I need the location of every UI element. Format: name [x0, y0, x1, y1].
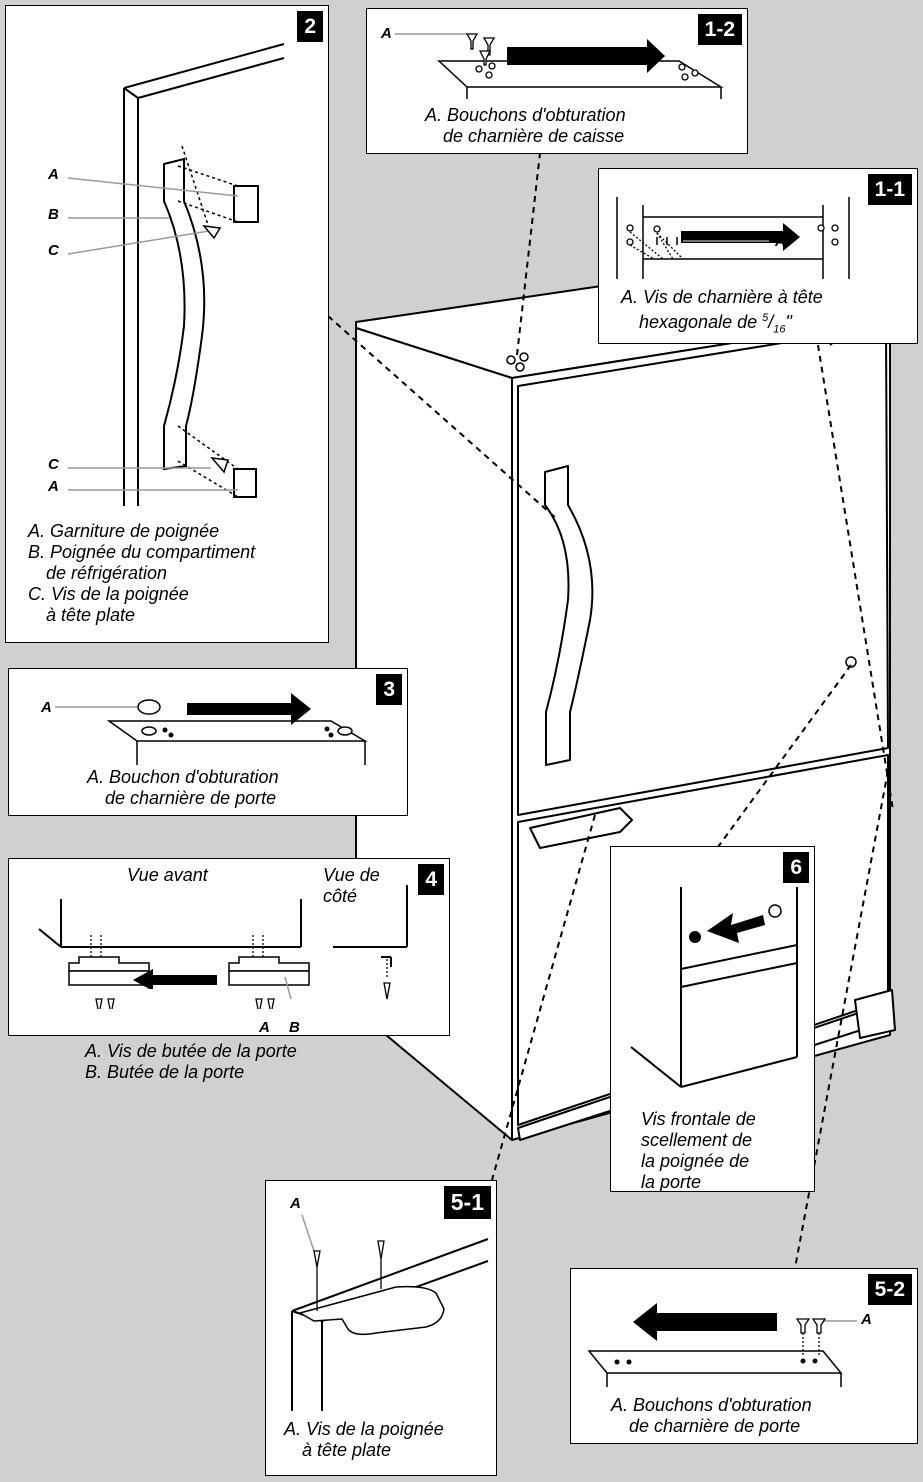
label-a: A — [41, 699, 52, 716]
hinge-screws-diagram — [616, 197, 850, 279]
panel-2-caption: A. Garniture de poignée B. Poignée du co… — [28, 521, 256, 625]
panel-tag: 1-1 — [867, 174, 912, 205]
panel-tag: 5-2 — [867, 1274, 912, 1305]
front-view-label: Vue avant — [127, 865, 208, 885]
panel-3-caption: A. Bouchon d'obturation de charnière de … — [87, 767, 279, 808]
connector-handle — [327, 315, 559, 521]
panel-tag: 1-2 — [697, 14, 742, 45]
door-stop-screws — [95, 976, 391, 1009]
panel-tag: 6 — [783, 852, 809, 883]
label-a: A — [290, 1195, 301, 1212]
cabinet-hinge-diagram — [395, 33, 724, 99]
label-b: B — [48, 206, 59, 223]
top-hinge-holes — [506, 352, 529, 372]
connector-6 — [717, 664, 852, 848]
panel-2-handle-trim: 2 A B C C A A. Gar — [5, 5, 329, 643]
fridge-door-handle — [544, 465, 594, 766]
panel-5-2-door-hinge-plugs: 5-2 A A. Bouchons d'obturation de charni… — [570, 1268, 918, 1444]
panel-1-2-caption: A. Bouchons d'obturation de charnière de… — [425, 105, 626, 146]
label-a: A — [861, 1311, 872, 1328]
front-screw-diagram — [630, 887, 798, 1088]
label-a-bottom: A — [48, 478, 59, 495]
panel-5-1-freezer-handle-screws: 5-1 A A. Vis de la poignée à tête plate — [265, 1180, 497, 1476]
fridge-upper-door — [517, 325, 889, 816]
fridge-foot — [854, 989, 896, 1039]
panel-1-1-hinge-screws: 1-1 A A. Vis de charnière à tête hexagon… — [598, 168, 918, 344]
panel-tag: 4 — [418, 864, 444, 895]
connector-1-2 — [516, 152, 541, 356]
panel-6-front-screw: 6 Vis frontale de scellement de la poign… — [610, 846, 815, 1192]
panel-tag: 2 — [297, 11, 323, 42]
panel-1-1-caption: A. Vis de charnière à tête hexagonale de… — [621, 287, 823, 336]
door-stop-diagram — [38, 885, 408, 989]
connector-6b — [817, 344, 894, 811]
label-c-top: C — [48, 242, 59, 259]
connector-5-1 — [491, 814, 596, 1181]
panel-tag: 3 — [376, 674, 402, 705]
panel-tag: 5-1 — [443, 1186, 491, 1219]
panel-4-door-stop: 4 Vue avant Vue de côté — [8, 858, 450, 1082]
handle-exploded-diagram — [67, 43, 285, 506]
label-c-bottom: C — [48, 456, 59, 473]
freezer-drawer-handle — [529, 807, 633, 849]
panel-3-door-hinge-plug: 3 A A. Bouchon d'obturation de charnière… — [8, 668, 408, 816]
label-a-top: A — [48, 166, 59, 183]
door-hinge-plugs-diagram — [587, 1303, 857, 1387]
side-view-label: Vue de côté — [323, 865, 380, 906]
label-a: A — [381, 25, 392, 42]
panel-5-1-caption: A. Vis de la poignée à tête plate — [284, 1419, 444, 1460]
panel-4-caption: A. Vis de butée de la porte B. Butée de … — [85, 1041, 297, 1082]
label-a: A — [775, 233, 786, 250]
panel-1-2-cabinet-hinge-plugs: 1-2 A A. Bouchons d'obturation de charni… — [366, 8, 748, 154]
label-b: B — [289, 1019, 300, 1036]
panel-6-caption: Vis frontale de scellement de la poignée… — [641, 1109, 756, 1192]
label-a: A — [259, 1019, 270, 1036]
panel-5-2-caption: A. Bouchons d'obturation de charnière de… — [611, 1395, 812, 1436]
freezer-handle-diagram — [291, 1214, 489, 1411]
door-hinge-plug-diagram — [55, 693, 368, 765]
door-screw-hole — [845, 656, 857, 668]
